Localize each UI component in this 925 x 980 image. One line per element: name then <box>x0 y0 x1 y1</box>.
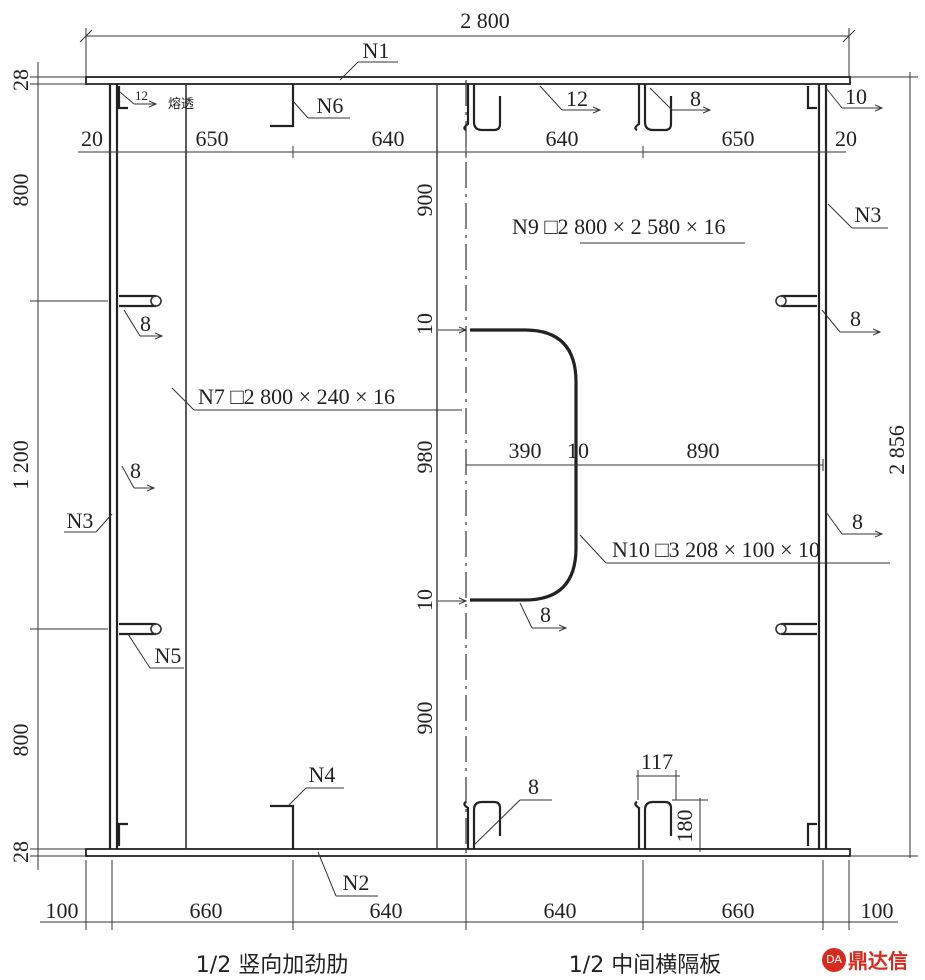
bottom-u-rib-center <box>463 800 502 849</box>
bottom-flange-thk-text: 28 <box>8 841 33 863</box>
hole-h-gap-text: 10 <box>567 438 589 463</box>
bottom-dim-3: 640 <box>370 898 403 923</box>
bottom-dim-2: 660 <box>190 898 223 923</box>
bottom-dim-1: 100 <box>46 898 79 923</box>
label-n2: N2 <box>343 870 370 895</box>
caption-right: 1/2 中间横隔板 <box>569 953 721 978</box>
label-n7: N7 □2 800 × 240 × 16 <box>198 384 395 409</box>
top-u-rib-right <box>634 84 673 132</box>
label-n3-right: N3 <box>855 202 882 227</box>
center-vertical-dimensions: 900 10 980 10 900 <box>412 184 466 735</box>
part-label-n5: N5 <box>127 633 184 669</box>
left-height-dimensions: 28 800 1 200 800 28 <box>8 62 108 870</box>
top-dim-6: 20 <box>835 126 857 151</box>
label-n10: N10 □3 208 × 100 × 10 <box>612 537 820 562</box>
weld-hole: 8 <box>519 602 566 628</box>
label-n1: N1 <box>363 38 390 63</box>
label-n5: N5 <box>155 643 182 668</box>
logo-name: 鼎达信 <box>848 949 908 973</box>
weld-hole-size: 8 <box>540 602 551 627</box>
label-n3-left: N3 <box>67 508 94 533</box>
label-n6: N6 <box>317 93 344 118</box>
weld-top-left-size: 12 <box>135 88 148 103</box>
part-label-n3-right: N3 <box>827 202 888 229</box>
weld-top-mid: 12 <box>539 85 600 111</box>
weld-right-upper: 8 <box>821 306 880 332</box>
logo-badge-icon: DA <box>822 947 846 972</box>
rib-height-text: 180 <box>672 810 697 843</box>
u-rib-dimensions: 117 180 <box>636 749 708 852</box>
top-dim-1: 20 <box>81 126 103 151</box>
top-dim-5: 650 <box>722 126 755 151</box>
weld-right-mid-size: 8 <box>852 509 863 534</box>
top-dim-3: 640 <box>372 126 405 151</box>
weld-bottom-center-size: 8 <box>528 774 539 799</box>
label-n4: N4 <box>309 762 336 787</box>
hole-h-left-text: 390 <box>509 438 542 463</box>
weld-left-upper: 8 <box>123 309 162 336</box>
bottom-dimension-row: 100 660 640 640 660 100 <box>40 860 898 930</box>
weld-top-mid-size: 12 <box>566 86 588 111</box>
hole-bot-gap-text: 10 <box>412 589 437 611</box>
part-label-n1: N1 <box>339 38 398 81</box>
weld-right-upper-size: 8 <box>850 306 861 331</box>
weld-top-rib-right: 8 <box>649 86 710 111</box>
weld-left-mid: 8 <box>121 458 154 488</box>
hole-h-right-text: 890 <box>687 438 720 463</box>
weld-top-rib-right-size: 8 <box>690 86 701 111</box>
part-label-n6: N6 <box>291 93 350 119</box>
bottom-dim-4: 640 <box>544 898 577 923</box>
part-label-n2: N2 <box>317 851 378 897</box>
left-height-top-text: 800 <box>8 174 33 207</box>
label-n9: N9 □2 800 × 2 580 × 16 <box>512 214 726 239</box>
left-web <box>108 84 119 849</box>
weld-top-right-size: 10 <box>845 84 867 109</box>
weld-top-left-note: 熔透 <box>168 96 194 111</box>
center-top-text: 900 <box>412 184 437 217</box>
bottom-dim-5: 660 <box>722 898 755 923</box>
weld-right-mid: 8 <box>825 509 882 534</box>
weld-top-right: 10 <box>825 84 882 109</box>
weld-bottom-center: 8 <box>473 774 552 846</box>
n4-angle-stiffener <box>270 804 295 849</box>
bottom-dim-6: 100 <box>861 898 894 923</box>
rib-width-text: 117 <box>641 749 673 774</box>
part-label-n4: N4 <box>287 762 344 807</box>
corner-brackets <box>117 86 817 846</box>
weld-top-left: 12 熔透 <box>119 88 194 111</box>
top-dim-2: 650 <box>196 126 229 151</box>
right-web <box>817 84 828 849</box>
n5-side-stiffeners <box>119 294 817 636</box>
center-mid-text: 980 <box>412 441 437 474</box>
top-u-rib-center <box>463 84 502 132</box>
hole-horizontal-dimension: 390 10 890 <box>465 438 824 471</box>
part-label-n10: N10 □3 208 × 100 × 10 <box>579 534 890 564</box>
overall-width-dimension: 2 800 <box>79 8 856 78</box>
top-flange-plate <box>85 76 851 85</box>
bottom-flange-plate <box>85 848 851 857</box>
publisher-logo: DA 鼎达信 <box>822 945 908 974</box>
right-height-dimension: 2 856 <box>850 72 918 858</box>
weld-left-upper-size: 8 <box>140 311 151 336</box>
top-dim-4: 640 <box>546 126 579 151</box>
caption-left: 1/2 竖向加劲肋 <box>196 953 348 978</box>
n6-angle-stiffener <box>270 84 295 128</box>
part-label-n3-left: N3 <box>64 508 113 533</box>
top-dimension-row: 20 650 640 640 650 20 <box>78 126 857 158</box>
bottom-u-rib-right <box>634 800 673 849</box>
overall-width-text: 2 800 <box>460 8 510 33</box>
weld-left-mid-size: 8 <box>130 458 141 483</box>
overall-height-text: 2 856 <box>884 425 909 475</box>
hole-top-gap-text: 10 <box>412 313 437 335</box>
left-height-bot-text: 800 <box>8 724 33 757</box>
part-label-n7: N7 □2 800 × 240 × 16 <box>171 384 462 411</box>
left-height-mid-text: 1 200 <box>8 440 33 490</box>
center-bot-text: 900 <box>412 702 437 735</box>
part-label-n9: N9 □2 800 × 2 580 × 16 <box>512 214 745 244</box>
top-flange-thk-text: 28 <box>8 69 33 91</box>
